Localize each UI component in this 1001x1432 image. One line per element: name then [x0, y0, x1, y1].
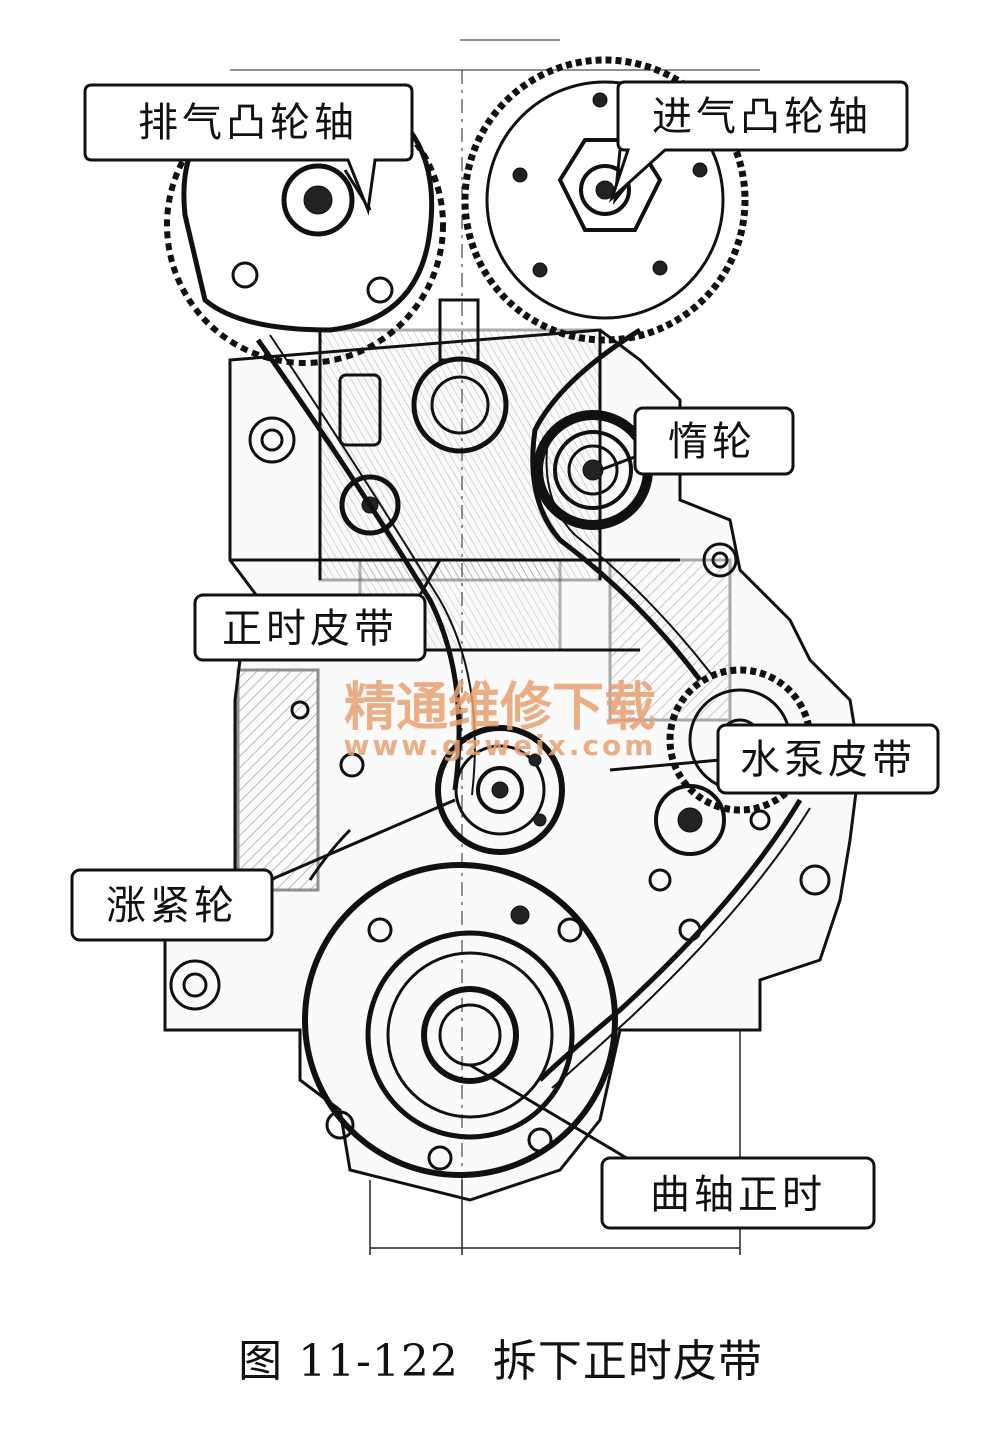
timing-belt	[255, 327, 811, 1089]
figure-title: 拆下正时皮带	[492, 1336, 763, 1387]
callout-crank-timing: 曲轴正时	[600, 1156, 876, 1230]
callout-intake-cam: 进气凸轮轴	[608, 80, 909, 203]
callout-crank-timing-label: 曲轴正时	[650, 1172, 826, 1218]
camshaft-seal	[338, 298, 509, 454]
crankshaft-pulley	[302, 862, 618, 1178]
callout-water-pump-belt: 水泵皮带	[716, 723, 940, 795]
callout-timing-belt-label: 正时皮带	[222, 606, 398, 652]
callout-intake-cam-label: 进气凸轮轴	[652, 94, 872, 140]
callout-timing-belt: 正时皮带	[193, 593, 427, 662]
watermark-url: www.gzweix.com	[344, 729, 657, 762]
watermark-title: 精通维修下载	[344, 678, 656, 738]
leader-lines	[269, 149, 721, 1162]
callout-water-pump-belt-label: 水泵皮带	[740, 737, 916, 783]
idler-pulley	[533, 410, 653, 530]
callout-tensioner-label: 涨紧轮	[106, 883, 238, 929]
figure-number: 图 11-122	[238, 1336, 459, 1387]
figure-caption: 图 11-122 拆下正时皮带	[0, 1325, 1001, 1395]
engine-block	[163, 328, 862, 1202]
callout-idler-label: 惰轮	[668, 419, 756, 465]
callout-exhaust-cam: 排气凸轮轴	[83, 83, 414, 216]
callout-exhaust-cam-label: 排气凸轮轴	[138, 100, 358, 146]
callout-tensioner: 涨紧轮	[70, 868, 274, 942]
callout-idler: 惰轮	[633, 406, 795, 476]
intake-cam-sprocket	[461, 56, 749, 344]
